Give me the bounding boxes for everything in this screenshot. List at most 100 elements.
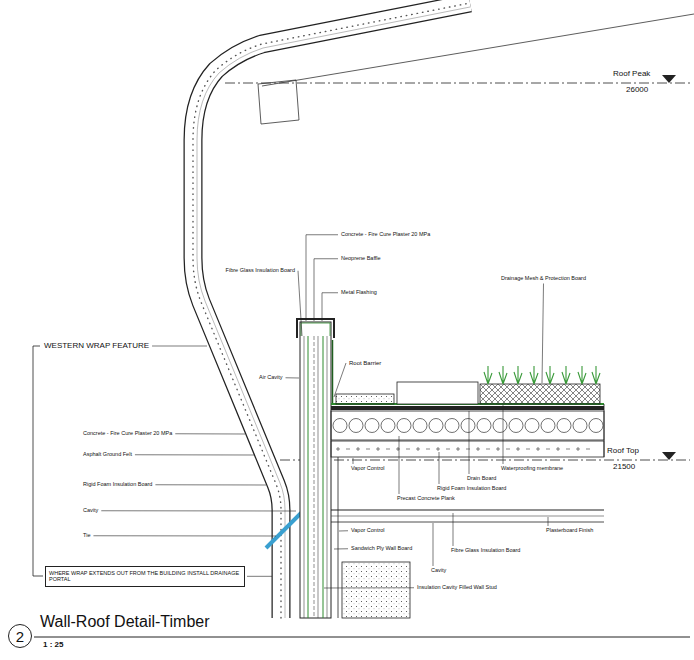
leader-line — [548, 517, 549, 526]
insulation-mark — [566, 449, 570, 450]
plank-core — [541, 419, 555, 433]
parapet-wall — [300, 322, 331, 618]
leader-line — [286, 377, 299, 378]
ceiling-line — [331, 516, 604, 517]
leader-line — [298, 271, 302, 336]
level-value: 21500 — [612, 463, 636, 471]
plank-core — [429, 419, 443, 433]
part-label: Concrete - Fire Cure Plaster 20 MPa — [340, 232, 431, 238]
plank-core — [493, 419, 507, 433]
level-name: Roof Top — [606, 447, 640, 455]
part-label: Neoprene Baffle — [340, 256, 382, 262]
plank-core — [557, 419, 571, 433]
insulation-mark — [346, 449, 350, 450]
plank-core — [397, 419, 411, 433]
part-label: Concrete - Fire Cure Plaster 20 MPa — [82, 431, 173, 437]
part-label: Root Barrier — [348, 360, 382, 366]
leader-line — [175, 433, 245, 434]
drawing-scale: 1 : 25 — [42, 641, 64, 649]
insulation-mark — [546, 449, 550, 450]
leader-line — [353, 458, 354, 464]
insulation-mark — [556, 447, 560, 451]
purlin — [258, 80, 299, 124]
insulation-mark — [446, 449, 450, 450]
wrap-outline — [193, 3, 470, 618]
part-label: Asphalt Ground Felt — [82, 452, 133, 458]
insulation-mark — [536, 447, 540, 451]
insulation-mark — [406, 449, 410, 450]
leader-line — [469, 411, 470, 474]
leader-line — [542, 284, 544, 384]
insulation-mark — [576, 447, 580, 451]
insulation-mark — [466, 449, 470, 450]
drain-board — [331, 406, 604, 410]
detail-number: 2 — [8, 624, 32, 648]
leader-line — [247, 576, 272, 577]
plank-core — [477, 419, 491, 433]
grass-tuft — [546, 366, 554, 384]
insulation-mark — [356, 447, 360, 451]
leader-line — [152, 346, 207, 347]
insulation-mark — [426, 449, 430, 450]
plank-core — [573, 419, 587, 433]
part-label: Vapor Control — [350, 528, 386, 534]
node-text: 2 — [16, 629, 24, 644]
plank-core — [381, 419, 395, 433]
level-line — [280, 460, 690, 461]
level-marker — [662, 75, 676, 83]
wall-layer — [304, 336, 305, 618]
grass-tuft — [514, 366, 522, 384]
part-label: Air Cavity — [258, 375, 284, 381]
insulation-marks — [336, 447, 590, 451]
grass-tuft — [484, 366, 492, 384]
insulation-mark — [506, 449, 510, 450]
leader-line — [155, 484, 266, 485]
leader-line — [306, 235, 338, 321]
leader-line — [101, 510, 296, 511]
note-box: WHERE WRAP EXTENDS OUT FROM THE BUILDING… — [45, 566, 245, 587]
grass-tuft — [530, 366, 538, 384]
flashing-inner — [301, 323, 330, 336]
part-label: Drain Board — [466, 476, 497, 482]
concrete-block — [342, 562, 410, 618]
insulation-mark — [526, 449, 530, 450]
plank-core — [333, 419, 347, 433]
leader-line — [334, 548, 348, 549]
ceiling-line — [331, 522, 604, 523]
leader-line — [439, 452, 440, 484]
part-label: Tie — [82, 533, 91, 539]
precast-plank — [331, 411, 604, 440]
part-label: Plasterboard Finish — [545, 528, 594, 534]
paver — [397, 382, 478, 404]
part-label: Precast Concrete Plank — [396, 496, 456, 502]
wall-layer — [323, 336, 324, 618]
feature-label: WESTERN WRAP FEATURE — [43, 342, 150, 350]
leader-line — [324, 587, 414, 588]
part-label: Fibre Glass Insulation Board — [225, 268, 296, 274]
insulation-mark — [436, 447, 440, 451]
plank-core — [349, 419, 363, 433]
insulation-mark — [586, 449, 590, 450]
part-label: Vapor Control — [350, 466, 386, 472]
ceiling-line — [331, 509, 604, 510]
insulation-mark — [366, 449, 370, 450]
leader-line — [93, 535, 276, 536]
node-text: WHERE WRAP EXTENDS OUT FROM THE BUILDING… — [49, 570, 239, 582]
grass-tuft — [592, 366, 600, 384]
wall-stud — [338, 457, 339, 618]
drawing-title: Wall-Roof Detail-Timber — [40, 614, 210, 630]
part-label: Rigid Foam Insulation Board — [436, 486, 507, 492]
insulation-mark — [456, 447, 460, 451]
part-label: Rigid Foam Insulation Board — [82, 482, 153, 488]
leader-line — [503, 405, 504, 464]
insulation-mark — [476, 447, 480, 451]
wall-layer — [327, 336, 328, 618]
grass-tuft — [578, 366, 586, 384]
leader-line — [135, 454, 254, 455]
leader-line — [453, 513, 454, 546]
insulation-mark — [416, 447, 420, 451]
root-barrier — [332, 340, 334, 404]
insulation-mark — [516, 447, 520, 451]
feature-bracket — [33, 346, 43, 576]
part-label: Cavity — [82, 508, 99, 514]
